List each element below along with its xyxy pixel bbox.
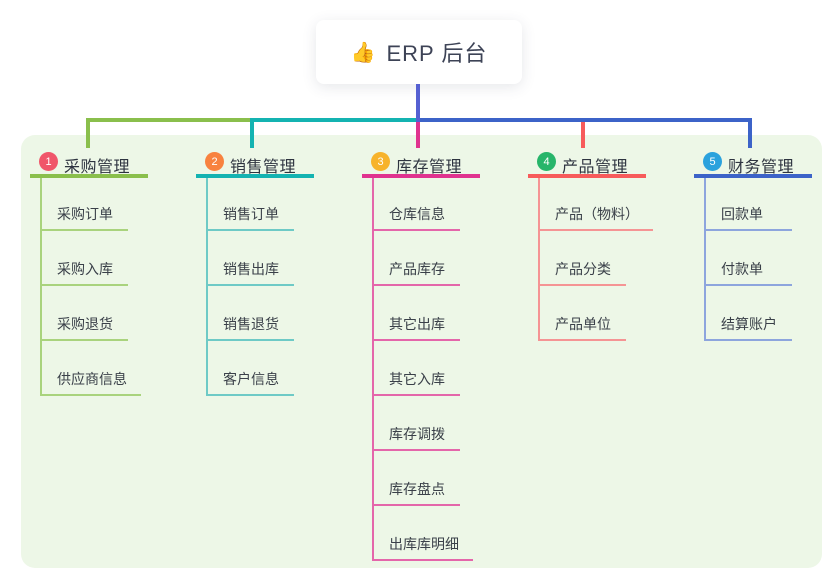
branch-underline xyxy=(362,174,480,178)
child-node[interactable]: 采购订单 xyxy=(40,199,128,231)
branch-title[interactable]: 产品管理 xyxy=(562,159,629,176)
branch-child-rail xyxy=(40,178,42,396)
branch-child-rail xyxy=(372,178,374,561)
child-node[interactable]: 库存调拨 xyxy=(372,419,460,451)
connector-drop-3 xyxy=(416,118,420,148)
connector-rail-5 xyxy=(416,118,752,122)
child-node[interactable]: 其它出库 xyxy=(372,309,460,341)
connector-root-stem xyxy=(416,84,420,122)
branch-number-badge: 5 xyxy=(703,152,722,171)
child-node[interactable]: 客户信息 xyxy=(206,364,294,396)
child-node[interactable]: 产品库存 xyxy=(372,254,460,286)
child-node[interactable]: 库存盘点 xyxy=(372,474,460,506)
branch-number-badge: 2 xyxy=(205,152,224,171)
branch-title[interactable]: 库存管理 xyxy=(396,159,463,176)
branch-child-rail xyxy=(704,178,706,341)
child-node[interactable]: 付款单 xyxy=(704,254,792,286)
branch-underline xyxy=(528,174,646,178)
connector-drop-1 xyxy=(86,118,90,148)
branch-number-badge: 4 xyxy=(537,152,556,171)
branch-child-rail xyxy=(538,178,540,341)
child-node[interactable]: 产品分类 xyxy=(538,254,626,286)
branch-title[interactable]: 销售管理 xyxy=(230,159,297,176)
child-node[interactable]: 其它入库 xyxy=(372,364,460,396)
branch-underline xyxy=(30,174,148,178)
child-node[interactable]: 销售订单 xyxy=(206,199,294,231)
child-node[interactable]: 出库库明细 xyxy=(372,529,473,561)
child-node[interactable]: 产品（物料） xyxy=(538,199,653,231)
branch-child-rail xyxy=(206,178,208,396)
connector-drop-4 xyxy=(581,118,585,148)
child-node[interactable]: 结算账户 xyxy=(704,309,792,341)
thumbs-up-icon: 👍 xyxy=(350,41,377,64)
child-node[interactable]: 仓库信息 xyxy=(372,199,460,231)
child-node[interactable]: 采购入库 xyxy=(40,254,128,286)
child-node[interactable]: 销售出库 xyxy=(206,254,294,286)
branches-panel xyxy=(21,135,822,568)
child-node[interactable]: 销售退货 xyxy=(206,309,294,341)
branch-number-badge: 1 xyxy=(39,152,58,171)
child-node[interactable]: 回款单 xyxy=(704,199,792,231)
root-node[interactable]: 👍 ERP 后台 xyxy=(316,20,522,84)
connector-drop-5 xyxy=(748,118,752,148)
connector-drop-2 xyxy=(250,118,254,148)
connector-rail-2 xyxy=(250,118,420,122)
child-node[interactable]: 产品单位 xyxy=(538,309,626,341)
branch-number-badge: 3 xyxy=(371,152,390,171)
branch-title[interactable]: 采购管理 xyxy=(64,159,131,176)
child-node[interactable]: 供应商信息 xyxy=(40,364,141,396)
branch-underline xyxy=(694,174,812,178)
branch-title[interactable]: 财务管理 xyxy=(728,159,795,176)
branch-underline xyxy=(196,174,314,178)
child-node[interactable]: 采购退货 xyxy=(40,309,128,341)
root-node-title: ERP 后台 xyxy=(386,41,488,66)
